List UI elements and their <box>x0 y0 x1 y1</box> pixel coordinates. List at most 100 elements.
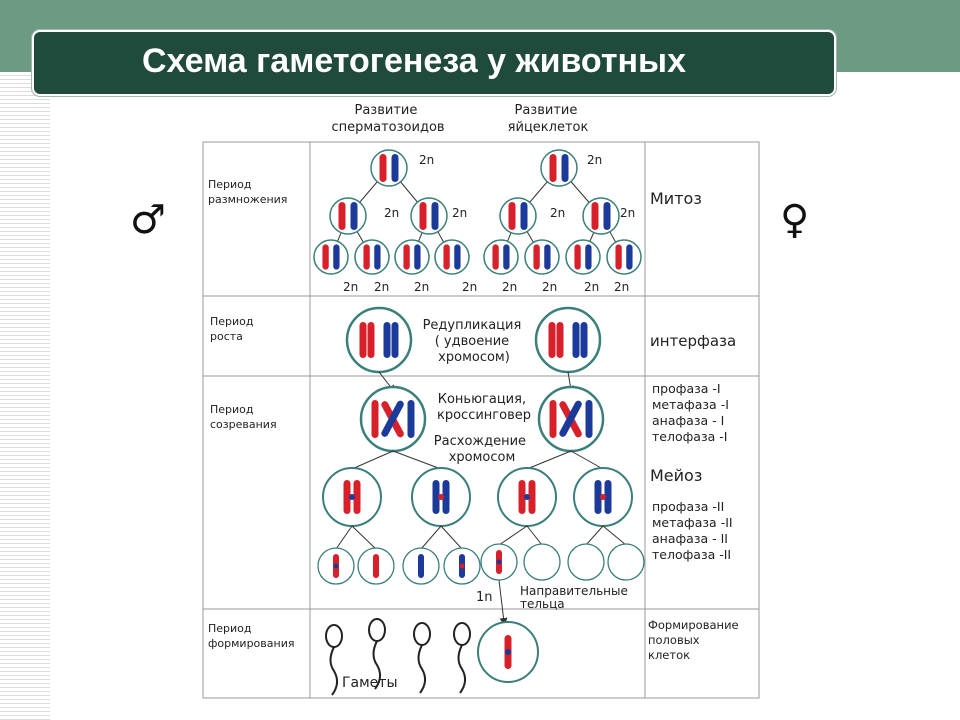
sperm-tail <box>372 640 381 690</box>
sperm-head <box>325 624 343 648</box>
cell <box>540 149 578 187</box>
ploidy-label: 2n <box>587 153 602 167</box>
column-header-egg: Развитие яйцеклеток <box>508 103 589 135</box>
cell <box>394 239 430 275</box>
connector-line <box>440 525 463 550</box>
phase-line: половых <box>648 633 700 647</box>
centromere <box>438 494 444 500</box>
connector-line <box>570 450 604 470</box>
phase-meiosis2-list: профаза -II метафаза -II анафаза - II те… <box>652 499 737 562</box>
cell <box>523 543 561 581</box>
centromere <box>333 563 339 569</box>
slide-title: Схема гаметогенеза у животных <box>142 42 686 80</box>
label-haploid: 1n <box>476 590 493 605</box>
chromosome <box>544 244 551 270</box>
chromosome <box>492 244 499 270</box>
female-symbol: ♀ <box>780 197 810 243</box>
cell <box>565 239 601 275</box>
chromosome <box>528 480 536 514</box>
chromosome <box>572 322 580 358</box>
sperm-head <box>413 622 431 646</box>
period-label-line: роста <box>210 330 243 343</box>
ploidy-label: 2n <box>584 280 599 294</box>
chromosome <box>353 480 361 514</box>
cell <box>483 239 519 275</box>
label-polar-bodies: Направительные тельца <box>520 584 632 611</box>
ploidy-label: 2n <box>419 153 434 167</box>
ploidy-label: 2n <box>462 280 477 294</box>
connector-line <box>335 525 353 550</box>
cell <box>434 239 470 275</box>
annotation-line: тельца <box>520 597 565 611</box>
chromosome <box>391 322 399 358</box>
ploidy-label: 2n <box>550 206 565 220</box>
connector-line <box>498 525 528 546</box>
chromosome <box>594 480 602 514</box>
cell <box>345 306 413 374</box>
phase-line: Формирование <box>648 618 739 632</box>
phase-formation: Формирование половых клеток <box>648 618 742 662</box>
chromosome <box>615 244 622 270</box>
chromosome <box>591 202 599 230</box>
chromosome <box>381 400 404 437</box>
phase-line: метафаза -I <box>652 397 729 412</box>
chromosome <box>503 244 510 270</box>
phase-line: телофаза -II <box>652 547 731 562</box>
phase-line: телофаза -I <box>652 429 727 444</box>
chromosome <box>520 202 528 230</box>
ploidy-label: 2n <box>614 280 629 294</box>
chromosome <box>508 202 516 230</box>
chromosome <box>407 400 415 438</box>
ploidy-label: 2n <box>414 280 429 294</box>
connector-line <box>351 450 394 470</box>
phase-line: профаза -I <box>652 381 721 396</box>
side-decoration <box>0 72 50 720</box>
connector-line <box>351 525 377 550</box>
chromosome <box>403 244 410 270</box>
chromosome <box>322 244 329 270</box>
annotation-line: кроссинговер <box>437 408 531 423</box>
chromosome <box>414 244 421 270</box>
centromere <box>349 494 355 500</box>
label-gametes: Гаметы <box>342 675 398 691</box>
connector-line <box>526 450 572 470</box>
chromosome <box>603 202 611 230</box>
column-header-egg-line: яйцеклеток <box>508 120 589 135</box>
title-box: Схема гаметогенеза у животных <box>32 30 836 96</box>
chromosome <box>585 244 592 270</box>
column-header-egg-line: Развитие <box>515 103 578 118</box>
cell <box>582 197 620 235</box>
label-reduplication: Редупликация ( удвоение хромосом) <box>423 318 526 365</box>
phase-line: профаза -II <box>652 499 724 514</box>
chromosome <box>574 244 581 270</box>
chromosome <box>454 244 461 270</box>
period-formation: Период формирования <box>208 622 294 650</box>
chromosome <box>548 322 556 358</box>
sperm-tail <box>457 644 466 694</box>
period-label-line: Период <box>210 403 254 416</box>
chromosome <box>371 400 379 438</box>
centromere <box>524 494 530 500</box>
male-symbol: ♂ <box>130 197 166 243</box>
centromere <box>496 559 502 565</box>
centromere <box>418 563 424 569</box>
annotation-line: Расхождение <box>434 434 526 449</box>
chromosome <box>350 202 358 230</box>
ploidy-label: 2n <box>502 280 517 294</box>
chromosome <box>549 400 557 438</box>
cell <box>313 239 349 275</box>
connector-line <box>498 579 508 626</box>
cell <box>499 197 537 235</box>
annotation-line: ( удвоение <box>435 334 509 349</box>
chromosome <box>374 244 381 270</box>
centromere <box>459 563 465 569</box>
phase-meiosis: Мейоз <box>650 466 702 485</box>
chromosome <box>419 202 427 230</box>
sperm-head <box>453 622 471 646</box>
cell <box>329 197 367 235</box>
cell <box>606 239 642 275</box>
centromere <box>373 563 379 569</box>
period-label-line: Период <box>208 622 252 635</box>
chromosome <box>559 400 582 437</box>
